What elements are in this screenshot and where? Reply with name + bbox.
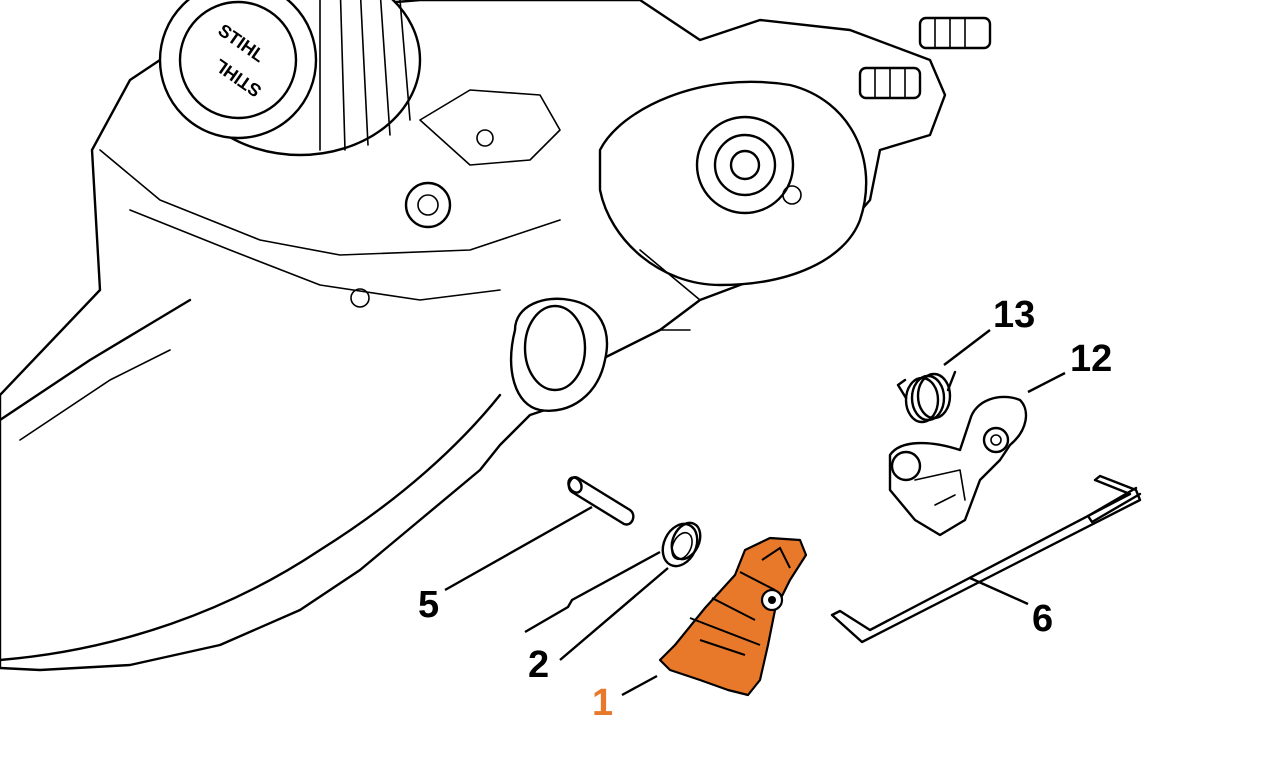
- callout-2: 2: [528, 644, 550, 686]
- bar-studs: [858, 16, 992, 100]
- part-12-brake-lever: [888, 395, 1028, 537]
- chainsaw-body: [0, 0, 992, 672]
- part-5-pin: [567, 476, 635, 526]
- callout-6: 6: [1032, 598, 1054, 640]
- leader-1: [621, 674, 658, 697]
- part-13-spring: [896, 370, 957, 424]
- leader-13: [943, 329, 991, 366]
- leader-12: [1027, 371, 1066, 394]
- flywheel: STIHL STIHL: [158, 0, 422, 157]
- callout-12: 12: [1070, 338, 1113, 380]
- part-1-lever-highlighted: [658, 536, 808, 697]
- leader-6: [969, 576, 1029, 606]
- callout-5: 5: [418, 584, 440, 626]
- callout-13: 13: [993, 294, 1036, 336]
- callout-1: 1: [592, 682, 614, 724]
- leader-5: [444, 505, 593, 592]
- leader-lines: [444, 329, 1066, 697]
- leader-2: [524, 550, 669, 661]
- part-2-ring: [661, 521, 702, 568]
- part-6-rod: [830, 474, 1142, 644]
